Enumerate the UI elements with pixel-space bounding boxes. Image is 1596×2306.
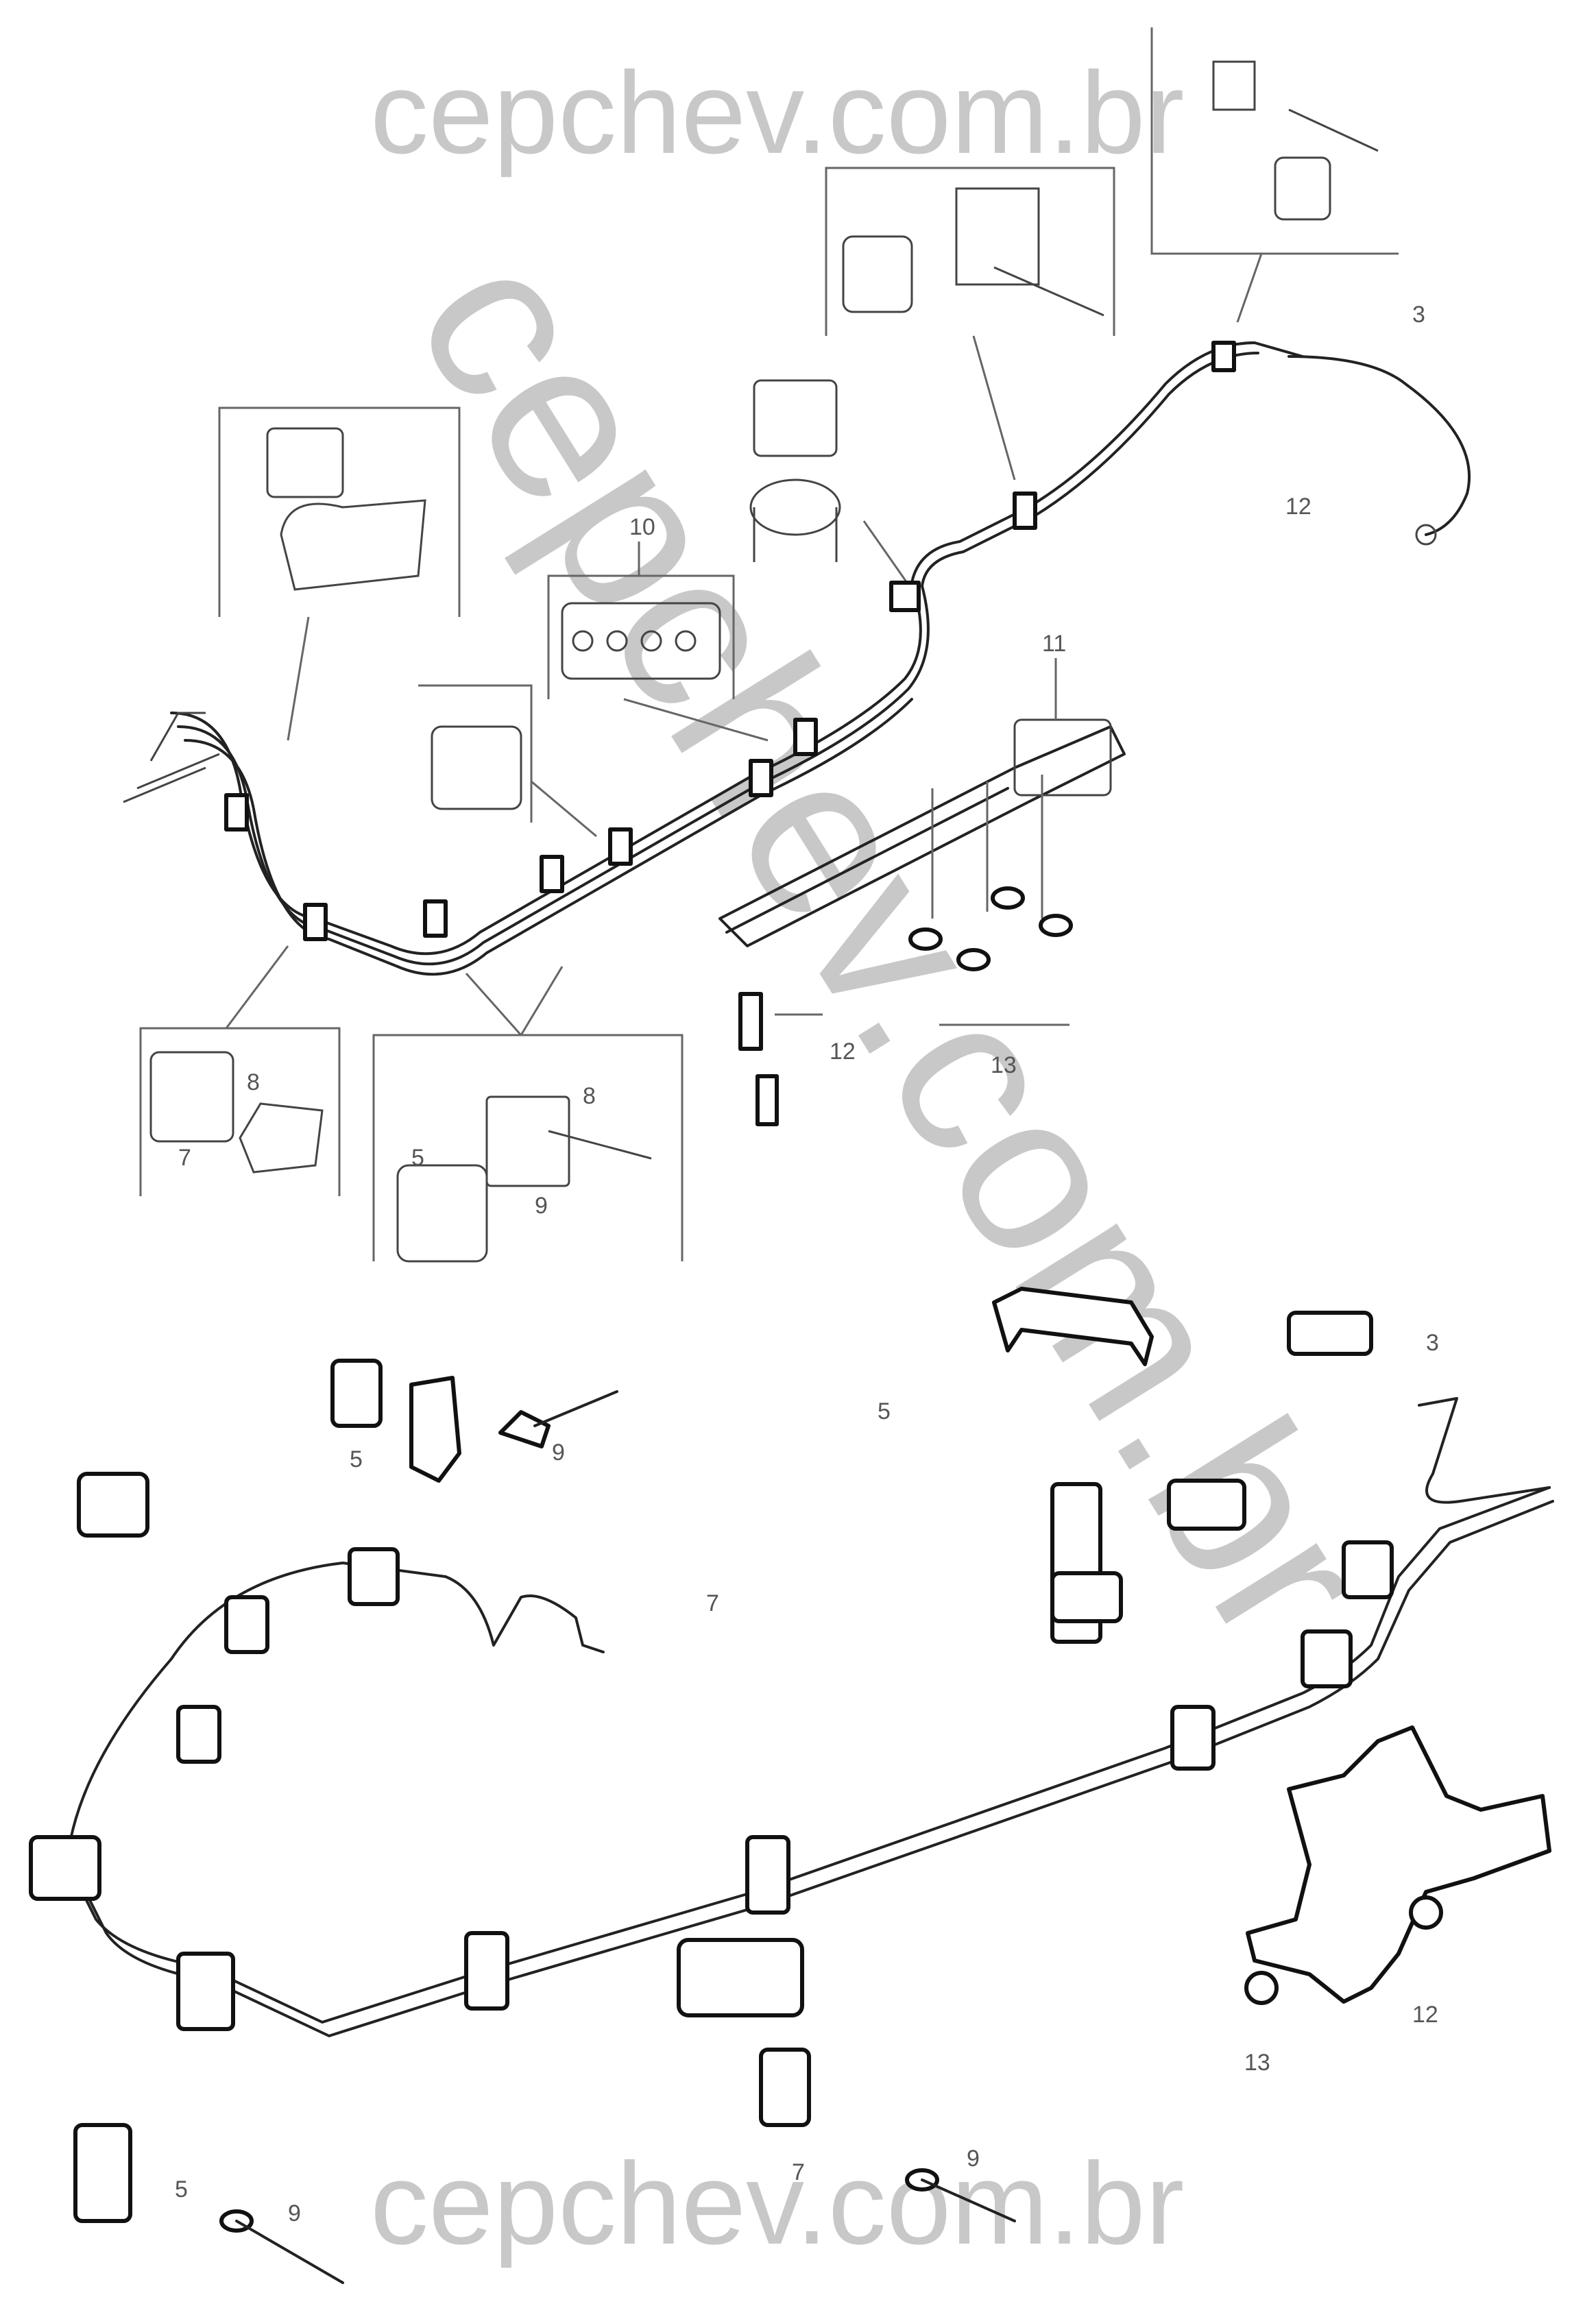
detail-box-bottom-left: 8 7 <box>139 945 341 1196</box>
callout-5: 5 <box>411 1145 424 1171</box>
detail-box-7 <box>418 684 597 838</box>
callout-11: 11 <box>1042 631 1066 657</box>
callout-lower-7-b: 7 <box>792 2159 805 2185</box>
callout-8-a: 8 <box>247 1069 260 1095</box>
callout-lower-13: 13 <box>1244 2050 1270 2076</box>
callout-9: 9 <box>535 1193 548 1219</box>
upper-pipe-harness: 3 12 <box>123 302 1471 976</box>
callout-lower-5-c: 5 <box>175 2176 188 2202</box>
center-clip-parts <box>749 379 913 590</box>
callout-13: 13 <box>991 1052 1017 1078</box>
lower-loose-parts-bottom: 9 9 5 7 <box>73 2048 1016 2284</box>
callout-lower-9-c: 9 <box>288 2200 301 2226</box>
watermark-bottom: cepchev.com.br <box>370 2139 1185 2269</box>
callout-lower-12: 12 <box>1412 2002 1438 2028</box>
fasteners-12-13: 12 13 <box>738 886 1073 1126</box>
watermark-top: cepchev.com.br <box>370 48 1185 178</box>
detail-box-top-right <box>1150 27 1399 323</box>
callout-lower-7-a: 7 <box>706 1590 719 1616</box>
callout-7-a: 7 <box>178 1145 191 1171</box>
callout-lower-9-a: 9 <box>552 1440 565 1466</box>
callout-lower-9-b: 9 <box>967 2146 980 2172</box>
lower-assembly: 3 5 9 5 7 <box>29 1287 1554 2284</box>
callout-3: 3 <box>1412 302 1425 328</box>
callout-10: 10 <box>629 514 655 540</box>
callout-lower-5-b: 5 <box>878 1398 891 1424</box>
detail-box-top-left <box>218 406 461 741</box>
callout-8-b: 8 <box>583 1083 596 1109</box>
upper-assembly: 10 <box>123 27 1471 1263</box>
detail-box-10: 10 <box>547 514 769 742</box>
callout-12-a: 12 <box>1285 494 1311 520</box>
lower-loose-parts-top: 3 5 9 5 <box>77 1287 1551 1644</box>
callout-lower-5: 5 <box>350 1446 363 1472</box>
callout-lower-3: 3 <box>1426 1330 1439 1356</box>
crossmember-11: 11 <box>718 631 1126 947</box>
lower-pipe-harness: 7 <box>29 1486 1554 2037</box>
detail-box-top-center <box>825 167 1115 481</box>
detail-box-bottom-center: 8 9 5 <box>372 966 684 1263</box>
callout-12-b: 12 <box>830 1039 856 1065</box>
lower-crossmember: 12 13 <box>1244 1725 1551 2076</box>
